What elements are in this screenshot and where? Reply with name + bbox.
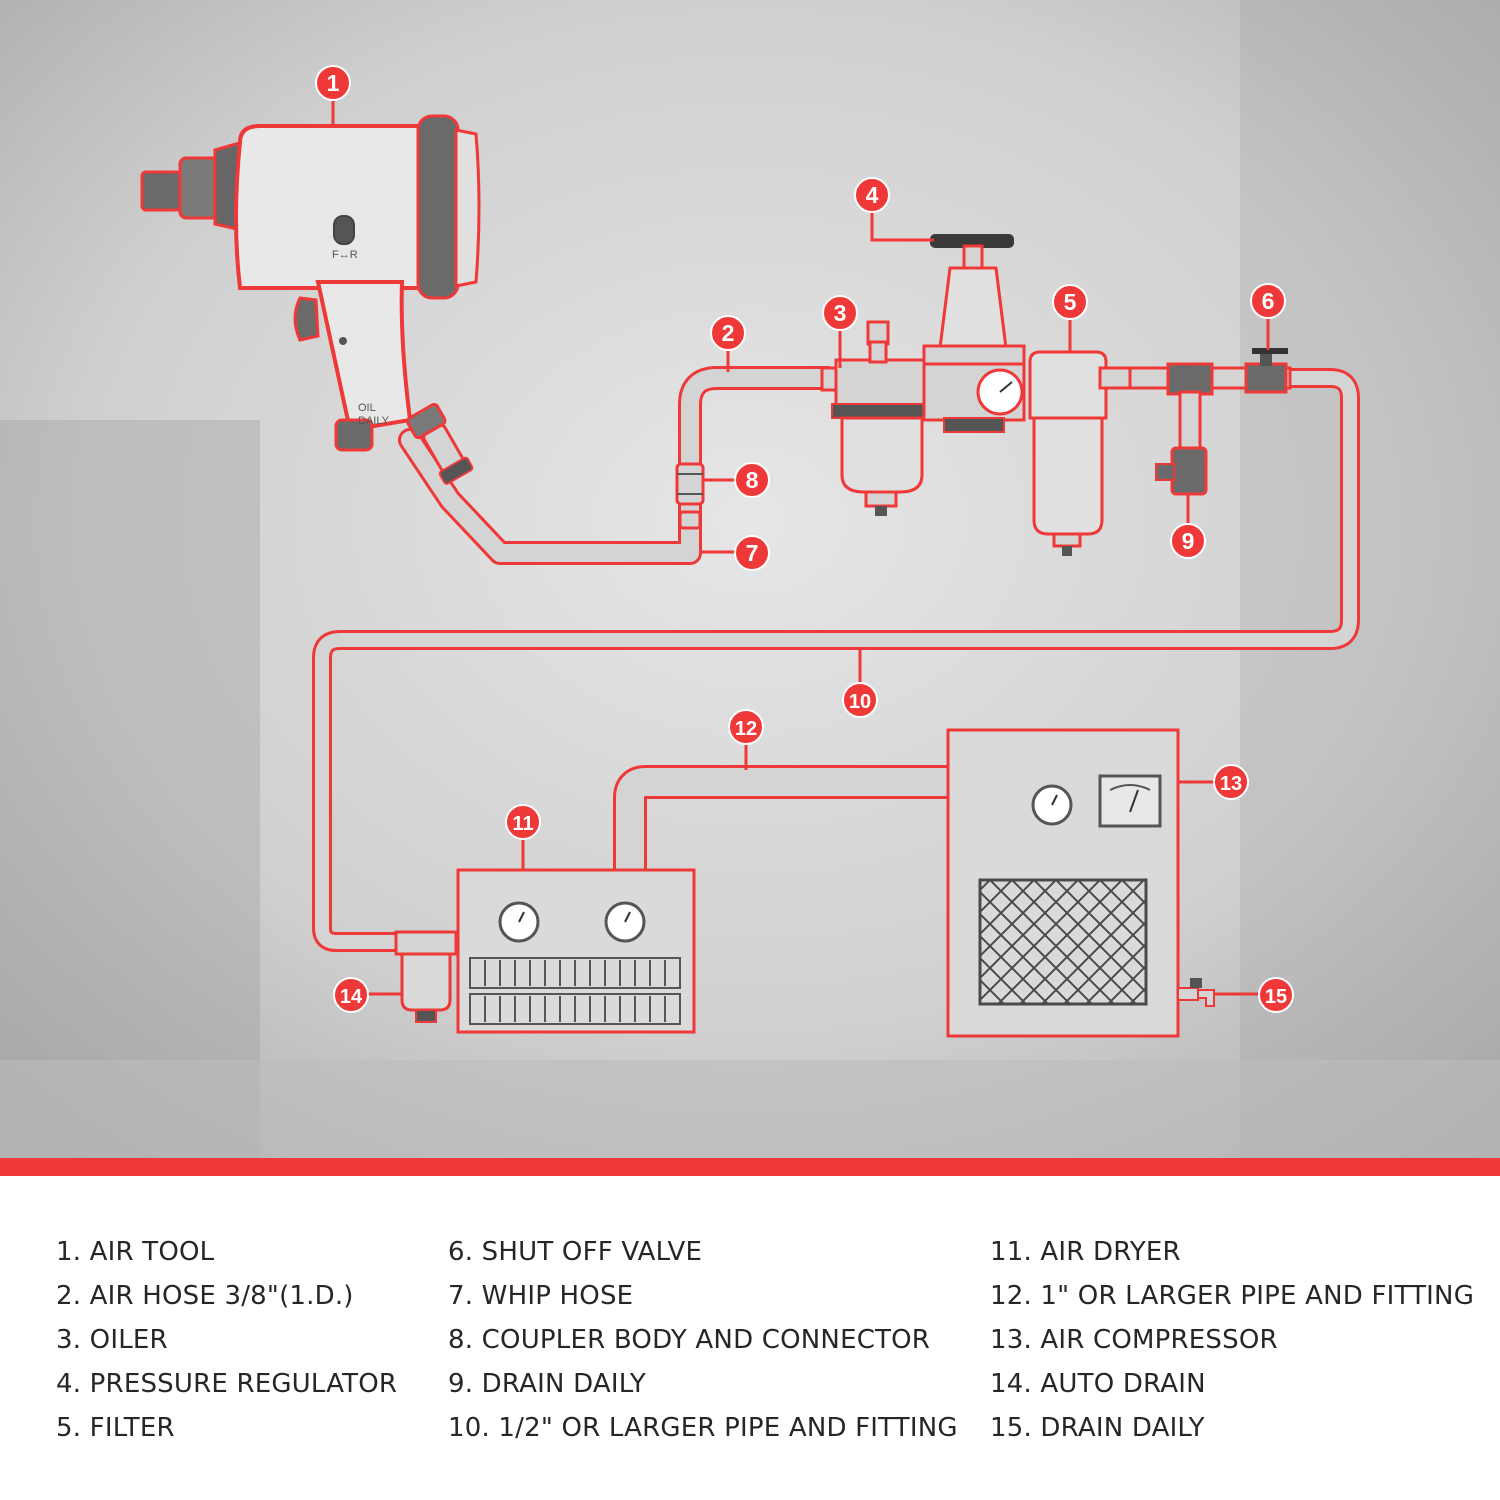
legend-item-11: 11. AIR DRYER (990, 1237, 1181, 1267)
marker-7-number: 7 (746, 540, 759, 566)
marker-15-number: 15 (1265, 986, 1287, 1008)
legend-item-2: 2. AIR HOSE 3/8"(1.D.) (56, 1281, 354, 1311)
legend-column-1: 1. AIR TOOL 2. AIR HOSE 3/8"(1.D.) 3. OI… (56, 1230, 397, 1450)
legend-item-12: 12. 1" OR LARGER PIPE AND FITTING (990, 1281, 1475, 1311)
marker-1: 1 (315, 65, 351, 101)
marker-9-number: 9 (1182, 528, 1195, 554)
background-shade-left (0, 420, 260, 1158)
marker-15: 15 (1258, 977, 1294, 1013)
marker-3: 3 (822, 295, 858, 331)
marker-2: 2 (710, 315, 746, 351)
marker-9: 9 (1170, 523, 1206, 559)
marker-11-number: 11 (512, 813, 533, 835)
whip-hose-inner (401, 431, 699, 562)
marker-5: 5 (1052, 284, 1088, 320)
marker-4-number: 4 (866, 182, 879, 208)
pressure-regulator (922, 234, 1026, 433)
air-tool: F↔R OIL DAILY (140, 114, 481, 485)
air-compressor (946, 728, 1215, 1038)
air-dryer (456, 868, 696, 1034)
drain-daily-tee (1155, 362, 1214, 496)
marker-14: 14 (333, 977, 369, 1013)
marker-10-number: 10 (849, 691, 871, 713)
coupler-body-and-connector (675, 462, 705, 530)
parts-legend: 1. AIR TOOL 2. AIR HOSE 3/8"(1.D.) 3. OI… (0, 1176, 1500, 1500)
red-divider-bar (0, 1158, 1500, 1176)
marker-4: 4 (854, 177, 890, 213)
legend-item-3: 3. OILER (56, 1325, 168, 1355)
shut-off-valve (1244, 348, 1288, 394)
legend-item-5: 5. FILTER (56, 1413, 175, 1443)
marker-14-number: 14 (340, 986, 363, 1008)
daily-label: DAILY (358, 415, 390, 427)
marker-5-number: 5 (1064, 289, 1077, 315)
marker-6-number: 6 (1262, 288, 1275, 314)
marker-7: 7 (734, 535, 770, 571)
oiler (820, 320, 933, 516)
legend-item-1: 1. AIR TOOL (56, 1237, 215, 1267)
air-system-diagram: F↔R OIL DAILY (0, 0, 1500, 1158)
air-hose-inner (681, 369, 830, 500)
legend-item-4: 4. PRESSURE REGULATOR (56, 1369, 398, 1399)
marker-2-number: 2 (722, 320, 735, 346)
background-shade-right (1240, 0, 1500, 1158)
marker-3-number: 3 (834, 300, 847, 326)
marker-10: 10 (842, 682, 878, 718)
auto-drain (394, 930, 458, 1023)
direction-label: F↔R (332, 249, 358, 261)
marker-8-number: 8 (746, 467, 759, 493)
marker-11: 11 (505, 804, 541, 840)
legend-item-7: 7. WHIP HOSE (448, 1281, 634, 1311)
marker-13-number: 13 (1220, 773, 1242, 795)
marker-13: 13 (1213, 764, 1249, 800)
marker-8: 8 (734, 462, 770, 498)
filter (1028, 350, 1132, 556)
legend-column-2: 6. SHUT OFF VALVE 7. WHIP HOSE 8. COUPLE… (448, 1230, 958, 1450)
legend-item-10: 10. 1/2" OR LARGER PIPE AND FITTING (448, 1413, 958, 1443)
legend-item-9: 9. DRAIN DAILY (448, 1369, 647, 1399)
half-inch-pipe-inner (315, 371, 1357, 949)
oil-label: OIL (358, 402, 376, 414)
marker-12: 12 (728, 709, 764, 745)
legend-column-3: 11. AIR DRYER 12. 1" OR LARGER PIPE AND … (990, 1230, 1474, 1450)
legend-item-13: 13. AIR COMPRESSOR (990, 1325, 1278, 1355)
marker-12-number: 12 (735, 718, 757, 740)
marker-1-number: 1 (327, 70, 340, 96)
legend-item-6: 6. SHUT OFF VALVE (448, 1237, 703, 1267)
leader-lines (331, 100, 1270, 996)
legend-item-14: 14. AUTO DRAIN (990, 1369, 1206, 1399)
legend-item-15: 15. DRAIN DAILY (990, 1413, 1205, 1443)
background-floor (0, 1060, 1500, 1158)
marker-6: 6 (1250, 283, 1286, 319)
one-inch-pipe-inner (616, 768, 950, 870)
legend-item-8: 8. COUPLER BODY AND CONNECTOR (448, 1325, 931, 1355)
